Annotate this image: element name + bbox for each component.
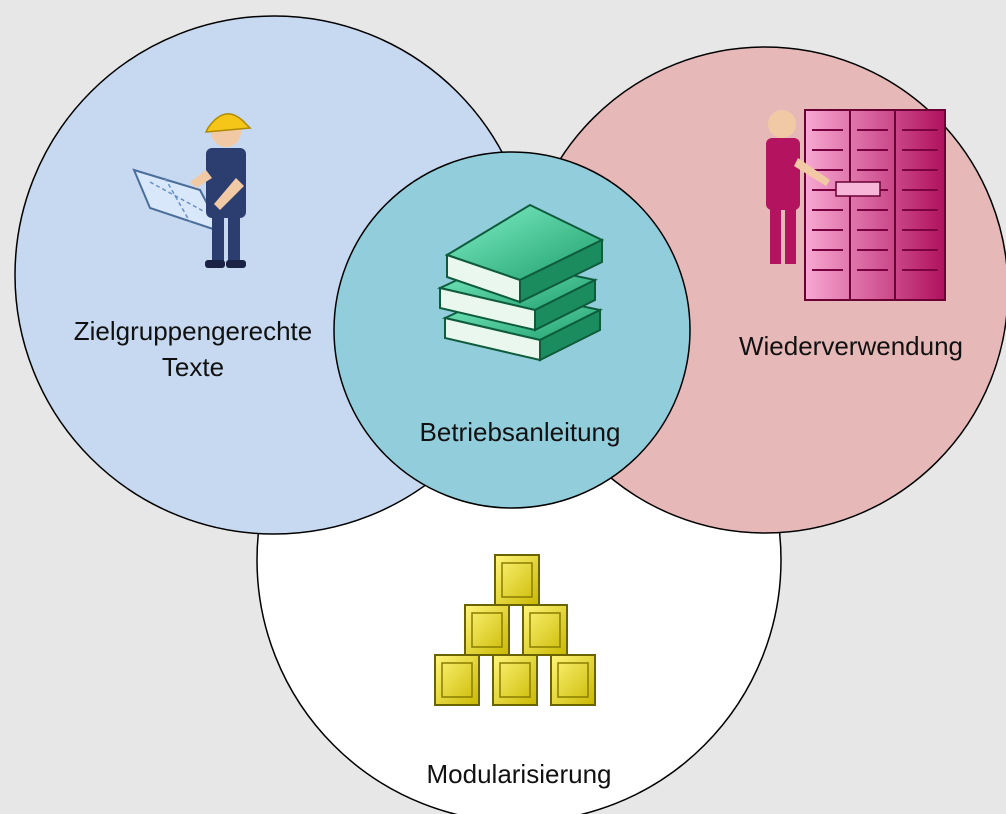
label-texte: Texte xyxy=(162,352,224,382)
label-modularisierung: Modularisierung xyxy=(427,759,612,789)
stack-of-books-icon xyxy=(436,203,605,362)
architect-with-blueprint-icon xyxy=(132,113,252,268)
label-zielgruppengerechte: Zielgruppengerechte xyxy=(74,316,313,346)
person-at-server-rack-icon xyxy=(766,109,946,301)
stacked-crates-icon xyxy=(434,554,596,706)
label-betriebsanleitung: Betriebsanleitung xyxy=(420,417,621,447)
label-wiederverwendung: Wiederverwendung xyxy=(739,331,963,361)
